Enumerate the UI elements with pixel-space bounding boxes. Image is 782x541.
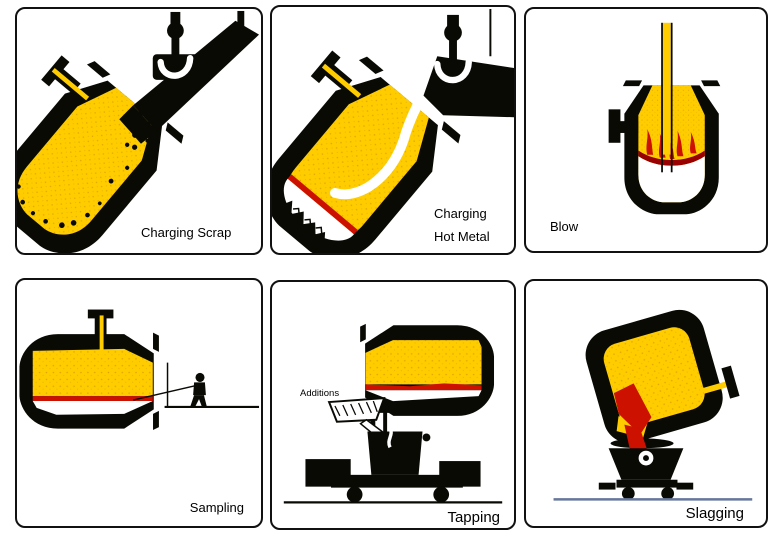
molten-bath (638, 150, 705, 166)
slag-pool (613, 383, 652, 435)
panel-label: Slagging (685, 505, 744, 522)
blow-illustration (608, 22, 721, 215)
sampling-illustration (19, 309, 260, 431)
crane-cable-bar (237, 10, 245, 34)
panel-charging-hot-metal: Charging Hot Metal (270, 5, 516, 255)
scrap-pieces (17, 138, 150, 229)
additions-annotation: Additions (300, 388, 340, 399)
steel-ladle (367, 426, 431, 475)
converter-vessel (19, 309, 159, 431)
panel-label: Sampling (189, 500, 244, 515)
scrap-charging-chute (119, 10, 260, 144)
slag-pot-car (598, 479, 694, 500)
hot-metal-stream (330, 92, 427, 200)
converter-vessel (585, 309, 740, 443)
hot-metal-ladle (423, 9, 514, 118)
mouth-lips (153, 332, 159, 431)
sampling-rod (132, 384, 198, 401)
converter-vessel (272, 50, 464, 253)
oxygen-lance (661, 22, 673, 173)
panel-label: Blow (550, 219, 579, 234)
panel-label-line1: Charging (434, 206, 487, 221)
panel-label: Tapping (447, 509, 500, 526)
steel-bath-line (32, 396, 153, 402)
scrap-heap (279, 200, 326, 244)
slag-pot (608, 448, 684, 480)
converter-vessel (17, 55, 187, 253)
hot-metal-line (287, 174, 358, 235)
panel-blow: Blow (524, 7, 768, 253)
panel-charging-scrap: Charging Scrap (15, 7, 263, 255)
panel-label-line2: Hot Metal (434, 229, 490, 244)
crane-hook-icon (152, 11, 200, 80)
slag-line (365, 383, 482, 391)
charging-scrap-illustration (17, 10, 260, 253)
tapping-illustration (283, 323, 503, 504)
operator-figure (190, 372, 207, 407)
panel-slagging: Slagging (524, 279, 768, 528)
converter-vessel (622, 80, 721, 215)
trunnion-pin (702, 365, 740, 399)
crane-hook-icon (444, 14, 462, 61)
panel-sampling: Sampling (15, 278, 263, 528)
converter-vessel (360, 323, 495, 418)
panel-tapping: Additions Tapping (270, 280, 516, 530)
offgas-stub (608, 109, 639, 143)
slagging-illustration (553, 309, 753, 501)
panel-label: Charging Scrap (141, 225, 232, 240)
taphole-stub (87, 309, 114, 353)
charging-hot-metal-illustration (272, 9, 514, 253)
ladle-transfer-car (305, 459, 481, 503)
